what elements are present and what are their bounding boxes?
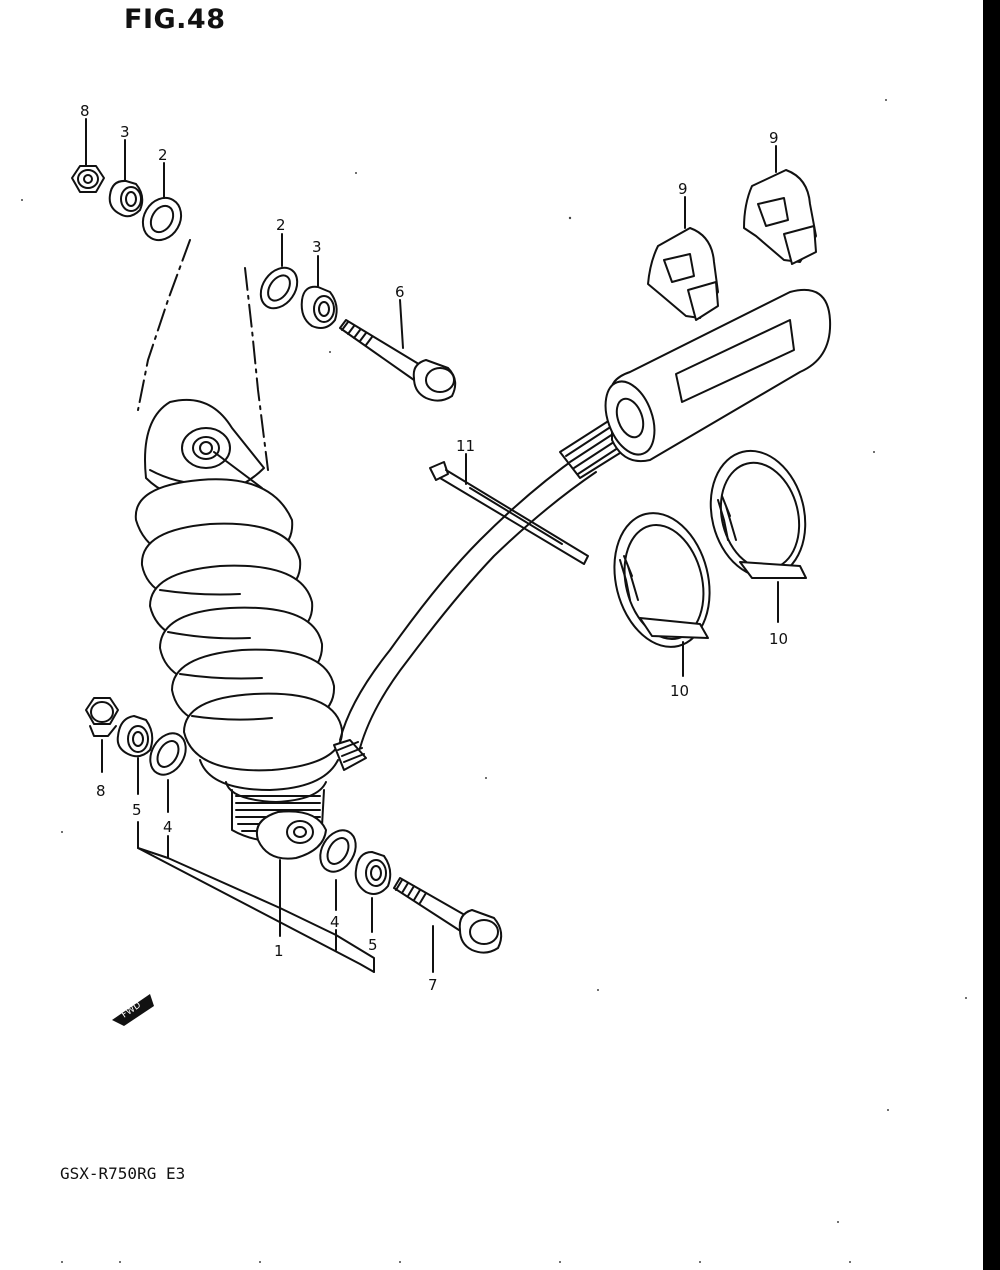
hose-clamp-left (613, 512, 711, 648)
part-ref-10-left: 10 (670, 682, 689, 700)
collar-lower-right (354, 851, 392, 895)
shock-absorber (134, 398, 344, 860)
washer-upper-left (141, 196, 183, 242)
reservoir-cylinder (604, 288, 832, 462)
part-ref-5-right: 5 (368, 936, 378, 954)
model-code: GSX-R750RG E3 (60, 1164, 186, 1183)
part-ref-8-bottom: 8 (96, 782, 106, 800)
part-ref-8-top: 8 (80, 102, 90, 120)
part-ref-7: 7 (428, 976, 438, 994)
part-ref-3-mid: 3 (312, 238, 322, 256)
collar-upper-left (108, 179, 144, 218)
washer-lower-right (319, 829, 357, 873)
part-ref-10-right: 10 (769, 630, 788, 648)
collar-lower-left (116, 715, 154, 758)
part-ref-5-left: 5 (132, 801, 142, 819)
bolt-upper (339, 319, 457, 402)
forward-direction-mark: FWD (112, 994, 154, 1026)
part-ref-1: 1 (274, 942, 284, 960)
scan-edge-band (983, 0, 1000, 1270)
reservoir-hose (333, 409, 649, 771)
part-ref-6: 6 (395, 283, 405, 301)
part-ref-11: 11 (456, 437, 475, 455)
figure-title: FIG.48 (124, 4, 226, 35)
cable-tie (429, 461, 589, 565)
part-ref-3-top: 3 (120, 123, 130, 141)
part-ref-9-right: 9 (769, 129, 779, 147)
collar-upper-mid (300, 285, 338, 329)
part-ref-2-mid: 2 (276, 216, 286, 234)
nut-lower-left (85, 697, 119, 737)
washer-upper-mid (259, 266, 299, 310)
part-ref-4-right: 4 (330, 913, 340, 931)
part-ref-2-top: 2 (158, 146, 168, 164)
reservoir-clamp-mid (647, 227, 719, 321)
part-ref-9-mid: 9 (678, 180, 688, 198)
scan-specks (21, 99, 967, 1263)
bolt-lower (393, 877, 503, 954)
hose-clamp-right (709, 449, 807, 579)
part-ref-4-left: 4 (163, 818, 173, 836)
nut-upper-left (71, 165, 105, 193)
washer-lower-left (149, 732, 187, 776)
reservoir-clamp-right (743, 169, 817, 265)
